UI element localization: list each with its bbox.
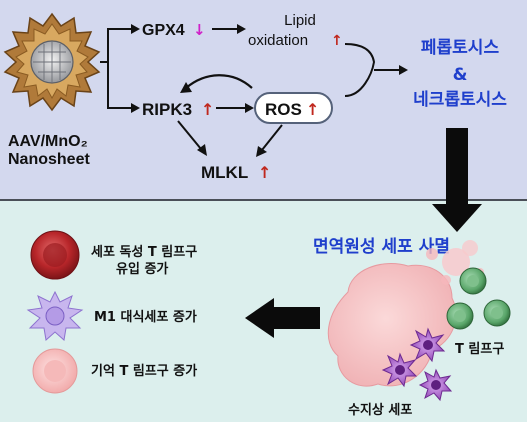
arrowhead-ripk3 bbox=[131, 103, 140, 113]
legend-icon-memory-t bbox=[32, 348, 78, 394]
left-arrow-icon bbox=[245, 298, 320, 338]
arrowhead-lipid bbox=[237, 24, 246, 34]
lipid-up-arrow-icon: ↑ bbox=[331, 33, 343, 49]
mlkl-up-arrow-icon: ↑ bbox=[258, 163, 271, 182]
t-cell-cluster-icon bbox=[446, 267, 511, 330]
arrowhead-mlkl-2 bbox=[256, 146, 267, 157]
arrowhead-gpx4 bbox=[131, 24, 140, 34]
legend-ctl-line2: 유입 증가 bbox=[116, 262, 168, 277]
arrowhead-ripk3-loop bbox=[180, 82, 192, 93]
ros-label: ROS bbox=[265, 100, 302, 119]
arrowhead-outcome bbox=[399, 65, 408, 75]
ripk3-label: RIPK3 bbox=[142, 100, 192, 119]
dendritic-cells-icon bbox=[381, 327, 453, 402]
arrow-ros-to-mlkl bbox=[261, 124, 283, 151]
outcome-line1: 페롭토시스 bbox=[421, 38, 500, 58]
icd-title: 면역원성 세포 사멸 bbox=[313, 237, 450, 257]
legend-memory-t-line1: 기억 T 림프구 증가 bbox=[91, 364, 197, 379]
mlkl-label: MLKL bbox=[201, 163, 248, 182]
legend-icon-ctl bbox=[30, 230, 80, 280]
ripk3-up-arrow-icon: ↑ bbox=[201, 100, 214, 119]
down-arrow-icon bbox=[432, 128, 482, 232]
lipid-label-line2: oxidation bbox=[248, 32, 308, 49]
connector-to-gpx4 bbox=[100, 28, 132, 63]
converge-bracket bbox=[344, 43, 376, 97]
arrow-ripk3-to-mlkl bbox=[177, 120, 202, 150]
ros-up-arrow-icon: ↑ bbox=[306, 100, 319, 119]
legend-macrophage-line1: M1 대식세포 증가 bbox=[94, 309, 197, 325]
connector-to-ripk3 bbox=[107, 62, 132, 109]
nanosheet-label-line2: Nanosheet bbox=[8, 151, 90, 168]
outcome-line2: & bbox=[453, 65, 468, 85]
arrowhead-ros bbox=[245, 103, 254, 113]
legend-icon-macrophage bbox=[26, 290, 84, 341]
t-cell-label: T 림프구 bbox=[455, 342, 504, 357]
lipid-label-line1: Lipid bbox=[284, 12, 316, 29]
outcome-line3: 네크롭토시스 bbox=[413, 90, 507, 110]
nanosheet-particle-icon bbox=[3, 12, 101, 112]
gpx4-label: GPX4 bbox=[142, 22, 185, 39]
dying-tumor-cell-icon bbox=[327, 240, 484, 387]
arrowhead-mlkl bbox=[197, 144, 207, 156]
legend-ctl-line1: 세포 독성 T 림프구 bbox=[91, 245, 197, 260]
ros-pill bbox=[254, 92, 333, 124]
dendritic-label: 수지상 세포 bbox=[348, 403, 412, 418]
gpx4-down-arrow-icon: ↓ bbox=[193, 21, 206, 39]
arc-ros-to-ripk3 bbox=[185, 74, 253, 89]
nanosheet-label-line1: AAV/MnO₂ bbox=[8, 133, 88, 150]
